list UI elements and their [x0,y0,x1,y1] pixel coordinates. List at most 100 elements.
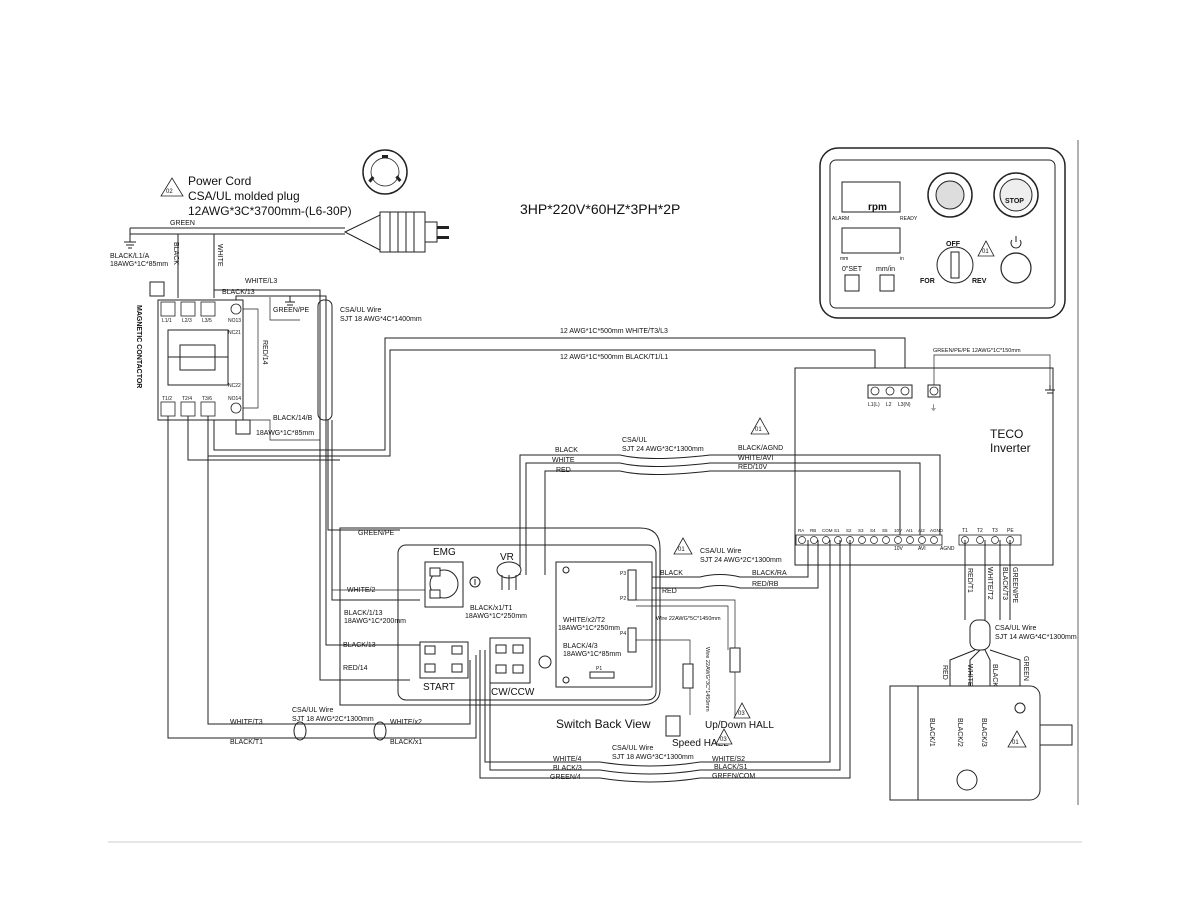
main-knob[interactable] [927,172,973,218]
speed-wire-label: Wire 22AWG*3C*1450mm [704,647,710,712]
white-x2-label: WHITE/x2 [390,719,422,726]
inverter-control-terminal-label: S4 [870,528,876,533]
svg-text:03: 03 [738,711,745,717]
term-nc22: NC22 [228,383,241,389]
for-label: FOR [920,278,935,285]
motor-cable-spec: SJT 14 AWG*4C*1300mm [995,634,1077,641]
control-cable-spec: SJT 24 AWG*3C*1300mm [622,446,704,453]
green-pe-top-label: GREEN/PE [273,307,310,314]
start-label: START [423,682,455,693]
zero-set-button[interactable] [844,274,860,292]
inverter-control-terminal [798,536,806,544]
inverter-control-terminal [810,536,818,544]
warning-triangle-icon: 01 [1007,730,1027,748]
inverter-control-terminal-label: RB [810,528,816,533]
direction-selector[interactable] [936,246,974,284]
svg-text:⏚: ⏚ [930,404,937,412]
inverter-control-terminal-label: 10V [894,528,902,533]
power-cord: 02 Power Cord CSA/UL molded plug 12AWG*3… [110,149,449,298]
white-x2-t2-spec: 18AWG*1C*250mm [558,625,620,632]
mm-in-button[interactable] [879,274,895,292]
black-t3-label: BLACK/T3 [1001,567,1008,600]
inverter-control-terminal-label: AI1 [906,528,913,533]
black-3-label: BLACK/3 [553,765,582,772]
inverter-control-terminal [870,536,878,544]
inv-sub-avi: AVI [918,546,926,552]
inverter-control-terminal-label: S3 [858,528,864,533]
white-x2-t2-label: WHITE/x2/T2 [563,617,605,624]
magnetic-contactor: MAGNETIC CONTACTOR L1/1 L2/3 L3/5 NO13 N… [135,281,251,435]
svg-text:03: 03 [720,737,727,743]
speed-hall-label: Speed HALL [672,738,729,749]
inverter-control-terminal-label: AGND [930,528,944,533]
motor-body [889,685,1073,801]
term-t1: T1/2 [162,396,172,402]
inverter-output-terminal [991,536,999,544]
switch-back-view-label: Switch Back View [556,717,651,731]
power-button[interactable] [1000,252,1032,284]
svg-text:02: 02 [166,189,173,195]
inverter-name: TECO [990,427,1023,441]
black-t1-l1-label: 12 AWG*1C*500mm BLACK/T1/L1 [560,354,668,361]
inverter-control-terminal [858,536,866,544]
green-wire-label: GREEN [170,220,195,227]
white-l3-label: WHITE/L3 [245,278,277,285]
inverter-control-terminal [930,536,938,544]
white-avi-label: WHITE/AVI [738,455,773,462]
alarm-label: ALARM [832,216,849,222]
black-13-label: BLACK/13 [222,289,255,296]
white-wire-label: WHITE [216,244,223,267]
bottom-cable-2c: CSA/UL Wire SJT 18 AWG*2C*1300mm WHITE/T… [230,655,477,746]
relay-cable-csa: CSA/UL Wire [700,548,741,555]
inverter-control-terminal-label: COM [822,528,833,533]
warning-triangle-icon: 01 [673,537,693,555]
control-cable: 01 CSA/UL SJT 24 AWG*3C*1300mm BLACK WHI… [519,417,941,575]
contactor-label: MAGNETIC CONTACTOR [135,305,142,388]
bottom-cable-3c: CSA/UL Wire SJT 18 AWG*3C*1300mm WHITE/4… [479,540,851,783]
warning-triangle-icon: 01 [977,240,995,257]
black-wire-label: BLACK [172,242,179,265]
green-4-label: GREEN/4 [550,774,581,781]
csa-4c-label: CSA/UL Wire [340,307,381,314]
plug-face-icon [362,149,408,195]
red-label: RED [556,467,571,474]
red-10v-label: RED/10V [738,464,768,471]
inv-sub-10v: 10V [894,546,904,552]
inverter-control-terminal [822,536,830,544]
inverter-output-terminal [976,536,984,544]
ready-label: READY [900,216,918,222]
term-no14: NO14 [228,396,241,402]
black-s1-label: BLACK/S1 [714,764,748,771]
oset-label: 0"SET [842,266,863,273]
inverter-output-terminal-label: T2 [977,528,983,534]
updown-hall-label: Up/Down HALL [705,720,774,731]
bottom-csa2: CSA/UL Wire [612,745,653,752]
term-t3: T3/6 [202,396,212,402]
mmin-label: mm/in [876,266,895,273]
relay-cable: 01 CSA/UL Wire SJT 24 AWG*2C*1300mm BLAC… [645,537,819,595]
control-cable-csa: CSA/UL [622,437,647,444]
inverter-type: Inverter [990,441,1031,455]
black-l1a-spec: 18AWG*1C*85mm [110,261,168,268]
svg-text:01: 01 [755,427,762,433]
warning-triangle-icon: 03 [733,702,751,719]
black-1-13-spec: 18AWG*1C*200mm [344,618,406,625]
warning-triangle-icon: 02 [160,177,184,197]
black-1-13-label: BLACK/1/13 [344,610,383,617]
stop-button[interactable] [993,172,1039,218]
green-com-label: GREEN/COM [712,773,755,780]
black-14b-label: BLACK/14/B [273,415,313,422]
term-l3: L3/5 [202,318,212,324]
black-agnd-label: BLACK/AGND [738,445,783,452]
red-14-switch-label: RED/14 [343,665,368,672]
pcb-board [555,561,653,688]
red-t1-label: RED/T1 [966,568,973,593]
inverter-control-terminal [894,536,902,544]
control-panel: rpm ALARM READY mm in 0"SET mm/in STOP O… [819,147,1066,319]
inv-term-l3: L3(N) [898,402,911,408]
motor-black2: BLACK/2 [956,718,963,747]
white-t2-label: WHITE/T2 [986,567,993,600]
diagram-title: 3HP*220V*60HZ*3PH*2P [520,201,680,217]
